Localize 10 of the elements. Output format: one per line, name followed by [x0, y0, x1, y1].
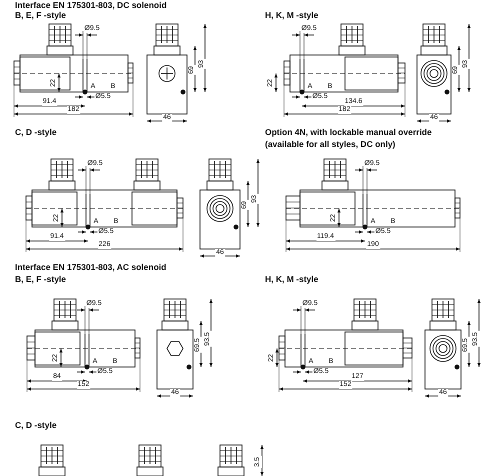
- section-heading: C, D -style: [15, 420, 57, 430]
- section-heading: Interface EN 175301-803, DC solenoid: [15, 0, 167, 10]
- section-heading: H, K, M -style: [265, 10, 318, 20]
- section-heading: C, D -style: [15, 127, 57, 137]
- section-heading: H, K, M -style: [265, 274, 318, 284]
- section-heading: Interface EN 175301-803, AC solenoid: [15, 262, 166, 272]
- section-heading: B, E, F -style: [15, 10, 66, 20]
- section-heading: (available for all styles, DC only): [265, 139, 396, 149]
- section-heading: B, E, F -style: [15, 274, 66, 284]
- section-heading: Option 4N, with lockable manual override: [265, 127, 432, 137]
